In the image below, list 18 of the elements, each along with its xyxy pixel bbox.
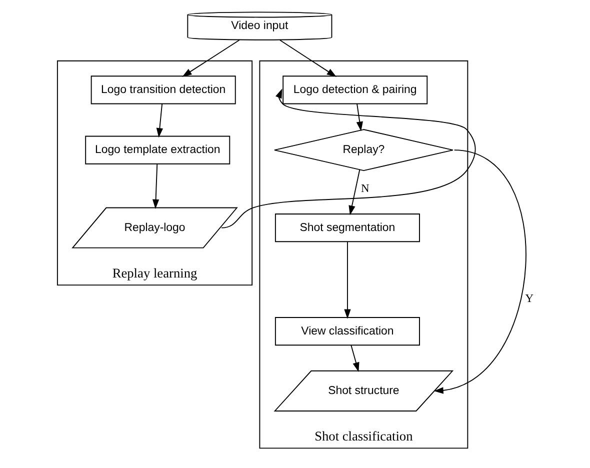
- node-box: Logo transition detection: [90, 76, 236, 104]
- node-box: View classification: [274, 317, 420, 346]
- node-box: Shot segmentation: [274, 213, 420, 242]
- node-box: Logo detection & pairing: [282, 76, 428, 104]
- arrow: [152, 164, 160, 209]
- node-box: Logo template extraction: [85, 136, 230, 164]
- arrow: [356, 103, 363, 132]
- arrow: [344, 242, 351, 319]
- arrow: [156, 103, 164, 138]
- arrow: [348, 169, 360, 216]
- edge-label: N: [360, 183, 370, 196]
- arrow: [350, 344, 360, 372]
- arrow: [221, 88, 476, 228]
- arrow: [434, 150, 526, 394]
- arrow: [279, 40, 336, 77]
- edge-label: Y: [525, 292, 534, 305]
- arrow: [182, 40, 240, 77]
- node-diamond: Replay?: [274, 129, 454, 172]
